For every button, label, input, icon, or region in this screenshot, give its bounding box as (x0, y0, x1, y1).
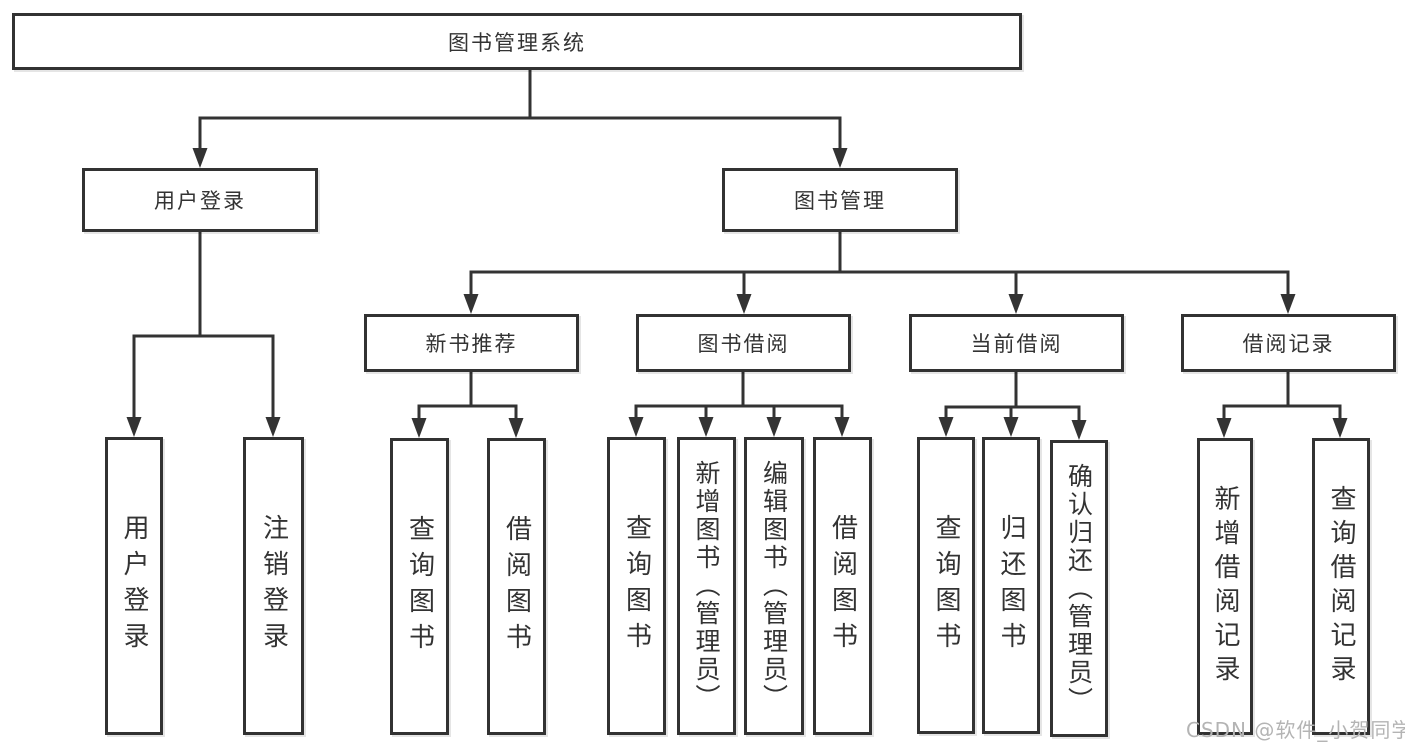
connector-book-borrow-branch (634, 372, 844, 419)
arrowhead (463, 294, 479, 314)
arrowhead (126, 417, 142, 437)
leaf-nb-query-books: 查询图书 (390, 438, 449, 735)
leaf-cb-query-books: 查询图书 (917, 437, 975, 734)
connector-current-borrow-branch (944, 372, 1081, 422)
arrowhead (192, 148, 208, 168)
connector-new-book-branch (417, 372, 518, 420)
arrowhead (1003, 417, 1019, 437)
leaf-bb-query-books: 查询图书 (607, 437, 666, 735)
arrowhead (1071, 420, 1087, 440)
arrowhead (938, 417, 954, 437)
node-current-borrow: 当前借阅 (909, 314, 1124, 372)
node-new-book-rec: 新书推荐 (364, 314, 579, 372)
leaf-logout: 注销登录 (243, 437, 304, 735)
leaf-bb-edit-books-admin: 编辑图书（管理员） (744, 437, 804, 735)
leaf-nb-borrow-books: 借阅图书 (487, 438, 546, 735)
arrowhead (834, 417, 850, 437)
connector-book-mgmt-branch (469, 232, 1290, 296)
node-user-login-label: 用户登录 (154, 189, 246, 213)
leaf-br-query-record: 查询借阅记录 (1312, 438, 1370, 735)
node-new-book-rec-label: 新书推荐 (425, 332, 518, 356)
arrowhead (1008, 294, 1024, 314)
arrowhead (1332, 418, 1348, 438)
connector-user-login-branch (132, 232, 275, 419)
leaf-br-add-record: 新增借阅记录 (1197, 438, 1253, 735)
leaf-cb-confirm-return-admin-label: 确认归还（管理员） (1064, 462, 1094, 715)
leaf-bb-borrow-books: 借阅图书 (813, 437, 872, 735)
leaf-bb-add-books-admin: 新增图书（管理员） (677, 437, 736, 735)
connector-borrow-record-branch (1222, 372, 1342, 420)
node-borrow-record-label: 借阅记录 (1242, 332, 1335, 356)
leaf-br-add-record-label: 新增借阅记录 (1210, 484, 1240, 689)
leaf-user-login: 用户登录 (105, 437, 163, 735)
leaf-nb-borrow-books-label: 借阅图书 (501, 514, 532, 659)
leaf-nb-query-books-label: 查询图书 (404, 514, 435, 659)
node-book-mgmt: 图书管理 (722, 168, 958, 232)
arrowhead (628, 417, 644, 437)
leaf-bb-add-books-admin-label: 新增图书（管理员） (692, 460, 721, 712)
arrowhead (265, 417, 281, 437)
leaf-user-login-label: 用户登录 (119, 514, 149, 658)
leaf-cb-return-books-label: 归还图书 (996, 513, 1026, 658)
arrowhead (698, 417, 714, 437)
arrowhead (411, 418, 427, 438)
node-book-borrow: 图书借阅 (636, 314, 851, 372)
leaf-bb-borrow-books-label: 借阅图书 (827, 514, 858, 658)
leaf-cb-query-books-label: 查询图书 (931, 513, 961, 658)
arrowhead (1216, 418, 1232, 438)
node-current-borrow-label: 当前借阅 (970, 332, 1063, 356)
leaf-logout-label: 注销登录 (258, 514, 289, 658)
arrowhead (736, 294, 752, 314)
leaf-br-query-record-label: 查询借阅记录 (1326, 484, 1356, 689)
arrowhead (1280, 294, 1296, 314)
leaf-bb-query-books-label: 查询图书 (621, 514, 652, 658)
csdn-watermark: CSDN @软件_小贺同学 (1186, 718, 1405, 742)
node-user-login: 用户登录 (82, 168, 318, 232)
arrowhead (508, 418, 524, 438)
node-book-borrow-label: 图书借阅 (697, 332, 790, 356)
leaf-cb-return-books: 归还图书 (982, 437, 1040, 734)
node-root-label: 图书管理系统 (448, 30, 586, 55)
node-borrow-record: 借阅记录 (1181, 314, 1396, 372)
node-book-mgmt-label: 图书管理 (794, 189, 886, 213)
arrowhead (832, 148, 848, 168)
leaf-bb-edit-books-admin-label: 编辑图书（管理员） (759, 460, 789, 712)
arrowhead (766, 417, 782, 437)
connector-root-branch (198, 69, 842, 150)
leaf-cb-confirm-return-admin: 确认归还（管理员） (1050, 440, 1108, 737)
node-root: 图书管理系统 (12, 13, 1022, 70)
